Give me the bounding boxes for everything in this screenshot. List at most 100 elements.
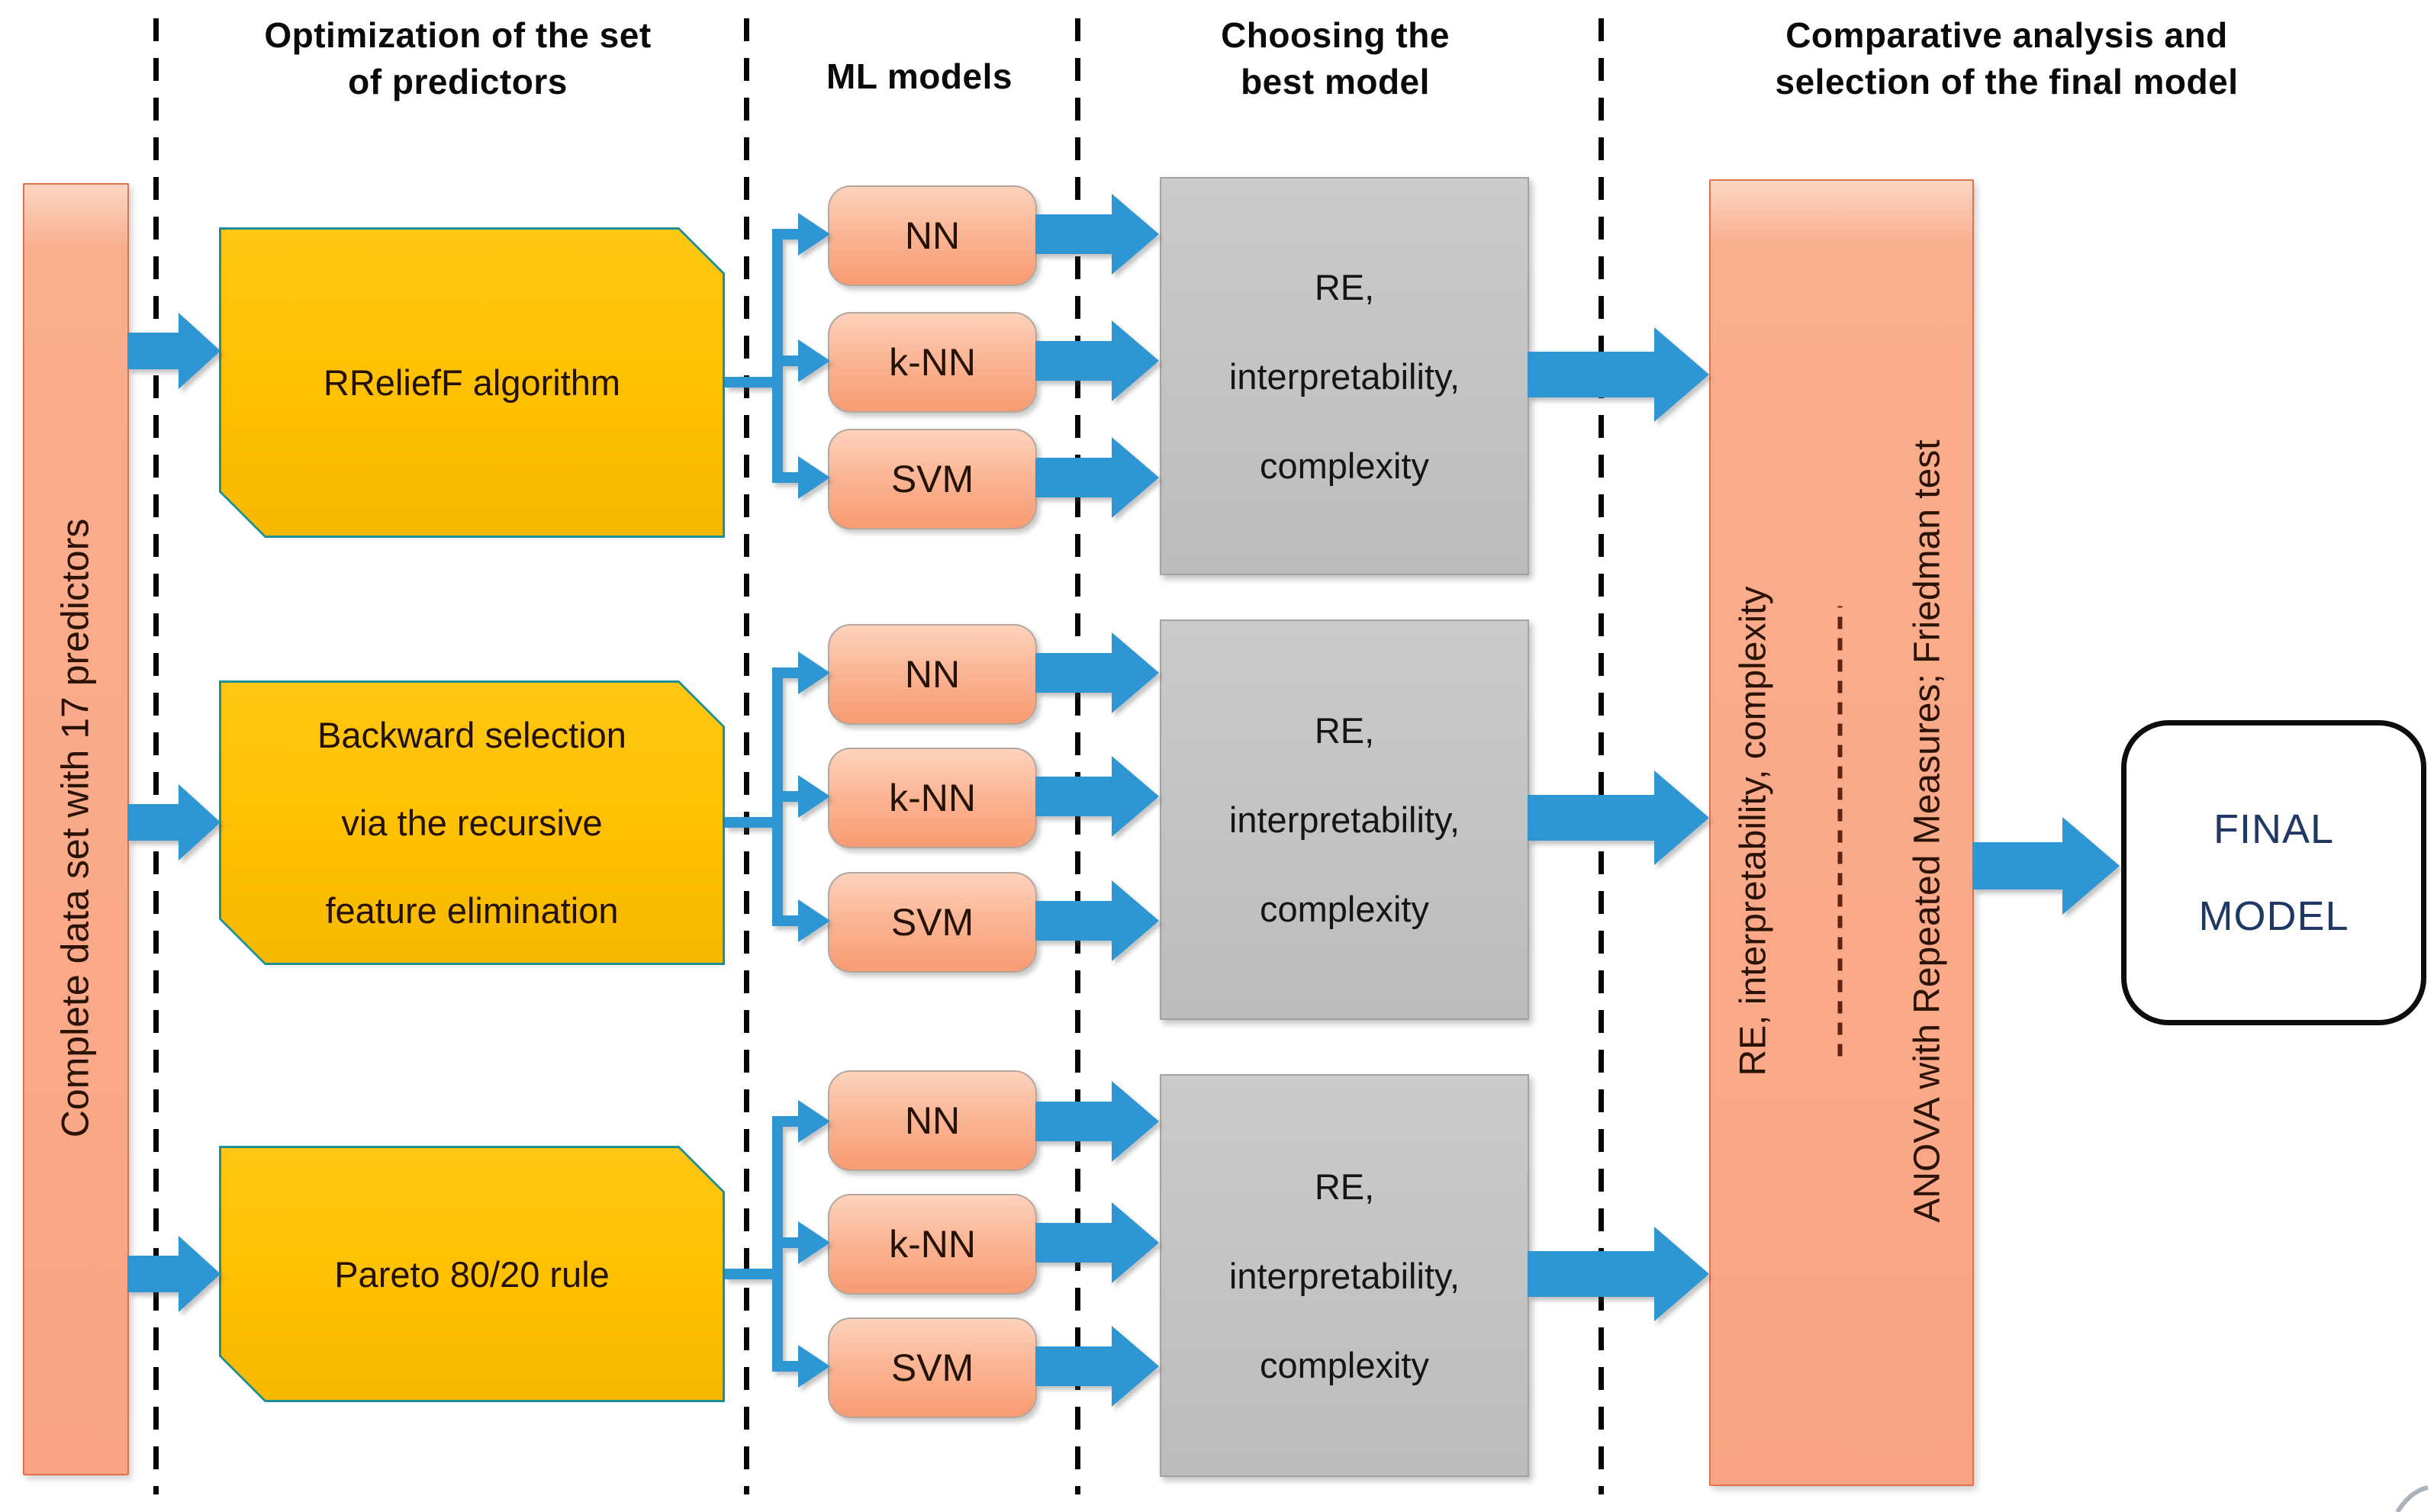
- header-line: ML models: [826, 56, 1013, 96]
- rotated-text: ANOVA with Repeated Measures; Friedman t…: [1907, 439, 1948, 1223]
- ml-label: SVM: [890, 901, 974, 944]
- connector-branch-line: [772, 1116, 783, 1372]
- arrow-ml-to-evaluation: [1035, 632, 1159, 713]
- arrow-evaluation-to-comparison: [1528, 327, 1709, 422]
- rotated-text: Complete data set with 17 predictors: [53, 518, 96, 1138]
- arrowhead-to-ml-box: [798, 339, 830, 382]
- evaluation-line: RE,: [1314, 710, 1375, 751]
- ml-box-knn-1: k-NN: [828, 312, 1037, 413]
- evaluation-box-3: RE, interpretability, complexity: [1160, 1074, 1529, 1477]
- connector-stub-line: [772, 1116, 803, 1127]
- complete-dataset-bar: [23, 183, 129, 1475]
- evaluation-line: RE,: [1314, 266, 1375, 307]
- arrow-evaluation-to-comparison: [1528, 1227, 1709, 1321]
- header-optimization: Optimization of the set of predictors: [175, 12, 740, 105]
- ml-box-svm-1: SVM: [828, 429, 1037, 529]
- arrow-ml-to-evaluation: [1035, 756, 1159, 837]
- arrow-evaluation-to-comparison: [1528, 770, 1709, 865]
- header-ml-models: ML models: [767, 53, 1072, 100]
- arrow-ml-to-evaluation: [1035, 320, 1159, 401]
- method-label: Backward selection: [317, 715, 626, 755]
- arrowhead-to-ml-box: [798, 899, 830, 942]
- method-box-pareto: Pareto 80/20 rule: [219, 1146, 725, 1402]
- comparison-criteria-row: RE, interpretability, complexity: [1710, 183, 1797, 1480]
- evaluation-line: complexity: [1259, 889, 1429, 929]
- method-label: RReliefF algorithm: [323, 362, 621, 403]
- header-line: selection of the final model: [1775, 62, 2239, 101]
- final-model-label: MODEL: [2198, 893, 2349, 939]
- final-model-label: FINAL: [2213, 806, 2335, 852]
- ml-box-svm-2: SVM: [828, 872, 1037, 973]
- method-label: feature elimination: [325, 890, 619, 931]
- method-box-fill: Backward selection via the recursive fea…: [221, 683, 723, 963]
- column-divider-dashed-line: [153, 18, 159, 1494]
- ml-label: SVM: [890, 458, 974, 500]
- connector-feed-line: [725, 817, 783, 828]
- ml-label: NN: [904, 214, 961, 257]
- comparison-separator-row: [1797, 183, 1884, 1480]
- evaluation-line: interpretability,: [1228, 799, 1460, 840]
- arrowhead-to-ml-box: [798, 651, 830, 694]
- arrow-ml-to-evaluation: [1035, 194, 1159, 275]
- ml-label: SVM: [890, 1346, 974, 1389]
- evaluation-line: interpretability,: [1228, 1255, 1460, 1296]
- header-line: best model: [1241, 62, 1430, 101]
- arrow-dataset-to-method: [127, 784, 221, 861]
- arrowhead-to-ml-box: [798, 1221, 830, 1264]
- connector-feed-line: [725, 1269, 783, 1279]
- final-model-box: FINAL MODEL: [2121, 720, 2426, 1025]
- method-box-backward-selection: Backward selection via the recursive fea…: [219, 680, 725, 965]
- method-box-rrelieff: RReliefF algorithm: [219, 227, 725, 538]
- arrowhead-to-ml-box: [798, 456, 830, 499]
- connector-stub-line: [772, 791, 803, 802]
- connector-stub-line: [772, 229, 803, 240]
- comparison-bar-content: RE, interpretability, complexity ANOVA w…: [1710, 183, 1972, 1480]
- comparison-tests-row: ANOVA with Repeated Measures; Friedman t…: [1884, 183, 1971, 1480]
- header-comparative: Comparative analysis and selection of th…: [1648, 12, 2365, 105]
- evaluation-line: complexity: [1259, 1344, 1429, 1385]
- header-line: of predictors: [348, 62, 568, 101]
- arrowhead-to-ml-box: [798, 775, 830, 818]
- evaluation-line: interpretability,: [1228, 355, 1460, 397]
- connector-stub-line: [772, 1361, 803, 1372]
- ml-label: k-NN: [889, 1223, 976, 1266]
- column-divider-dashed-line: [1075, 18, 1080, 1494]
- ml-box-svm-3: SVM: [828, 1317, 1037, 1418]
- arrow-ml-to-evaluation: [1035, 1081, 1159, 1162]
- method-label: via the recursive: [341, 803, 603, 843]
- arrow-ml-to-evaluation: [1035, 1326, 1159, 1407]
- ml-box-knn-3: k-NN: [828, 1194, 1037, 1295]
- connector-stub-line: [772, 915, 803, 926]
- connector-branch-line: [772, 668, 783, 926]
- evaluation-box-2: RE, interpretability, complexity: [1160, 619, 1529, 1020]
- connector-branch-line: [772, 229, 783, 483]
- dashed-separator-line: [1837, 606, 1843, 1057]
- arrowhead-to-ml-box: [798, 213, 830, 256]
- connector-stub-line: [772, 472, 803, 483]
- evaluation-line: RE,: [1314, 1166, 1375, 1207]
- method-box-fill: RReliefF algorithm: [221, 230, 723, 536]
- arrow-ml-to-evaluation: [1035, 880, 1159, 961]
- method-box-fill: Pareto 80/20 rule: [221, 1148, 723, 1400]
- header-line: Choosing the: [1221, 15, 1450, 55]
- arrow-ml-to-evaluation: [1035, 1202, 1159, 1283]
- ml-box-nn-2: NN: [828, 624, 1037, 725]
- corner-artifact-mark: [2395, 1485, 2429, 1512]
- header-choosing: Choosing the best model: [1175, 12, 1495, 105]
- method-label: Pareto 80/20 rule: [334, 1253, 610, 1295]
- connector-stub-line: [772, 668, 803, 678]
- arrow-ml-to-evaluation: [1035, 437, 1159, 518]
- header-line: Optimization of the set: [264, 15, 652, 55]
- ml-label: k-NN: [889, 341, 976, 384]
- connector-stub-line: [772, 355, 803, 366]
- arrowhead-to-ml-box: [798, 1100, 830, 1143]
- ml-box-nn-1: NN: [828, 185, 1037, 286]
- connector-stub-line: [772, 1237, 803, 1248]
- connector-feed-line: [725, 377, 783, 388]
- evaluation-line: complexity: [1259, 445, 1429, 486]
- arrowhead-to-ml-box: [798, 1345, 830, 1388]
- ml-box-knn-2: k-NN: [828, 748, 1037, 848]
- header-line: Comparative analysis and: [1785, 15, 2228, 55]
- ml-label: k-NN: [889, 777, 976, 819]
